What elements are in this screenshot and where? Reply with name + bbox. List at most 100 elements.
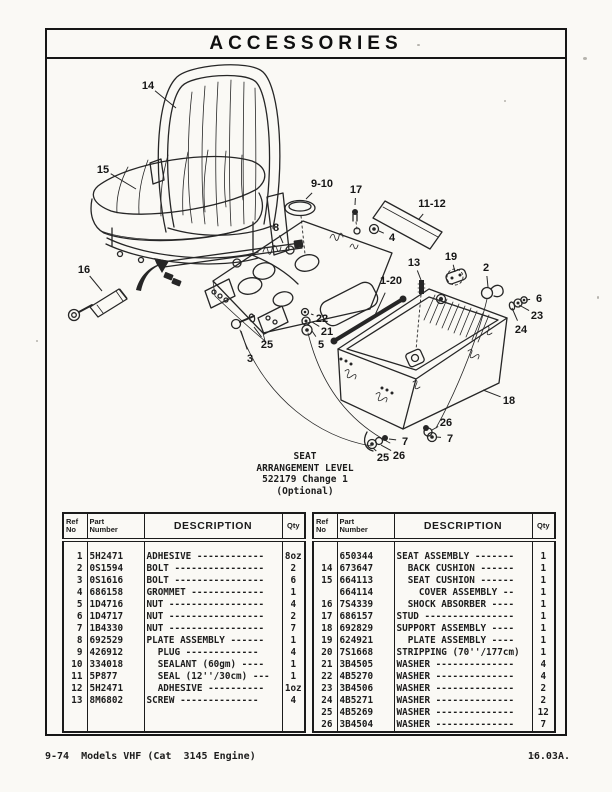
filler-row	[313, 731, 555, 732]
callout-leader	[482, 389, 501, 398]
ref-cell: 23	[321, 683, 333, 694]
ref-cell: 10	[71, 659, 83, 670]
table-row: 664114 COVER ASSEMBLY --1	[313, 587, 555, 599]
desc-cell: STRIPPING (70''/177cm)	[393, 647, 532, 659]
ref-cell: 8	[76, 635, 83, 646]
part-cell: 664113	[336, 575, 394, 587]
scan-speck	[597, 296, 599, 299]
part-cell: 5P877	[86, 671, 144, 683]
part-cell: 686158	[86, 587, 144, 599]
ref-cell: 11	[71, 671, 83, 682]
ref-cell: 2	[76, 563, 83, 574]
caption-line: ARRANGEMENT LEVEL	[256, 462, 354, 474]
desc-cell: SHOCK ABSORBER ----	[393, 599, 532, 611]
ref-cell: 26	[321, 719, 333, 730]
ref-cell: 21	[321, 659, 333, 670]
callout-leader	[89, 275, 103, 292]
qty-cell: 4	[531, 659, 555, 671]
ref-cell	[313, 587, 337, 599]
callout-leader	[110, 173, 137, 190]
part-cell: 1D4717	[86, 611, 144, 623]
scan-speck	[417, 44, 420, 46]
callout-leader	[310, 313, 314, 316]
desc-cell: SEAT CUSHION ------	[393, 575, 532, 587]
page-title: ACCESSORIES	[209, 32, 403, 54]
filler-cell	[393, 731, 532, 732]
desc-cell: SUPPORT ASSEMBLY ----	[393, 623, 532, 635]
ref-cell	[313, 540, 337, 563]
callout-4: 4	[389, 232, 396, 244]
caption-line: 522179 Change 1	[262, 474, 348, 486]
callout-7: 7	[402, 436, 408, 448]
callout-leader	[305, 192, 313, 200]
callout-16: 16	[78, 264, 90, 276]
callout-leader	[525, 298, 531, 301]
callout-leader	[372, 447, 377, 452]
ref-cell: 3	[76, 575, 83, 586]
qty-cell: 1	[281, 587, 305, 599]
desc-cell: ADHESIVE ------------	[143, 540, 282, 563]
qty-cell: 2	[281, 611, 305, 623]
callout-14: 14	[142, 80, 155, 92]
callout-leader	[418, 213, 424, 220]
ref-cell: 4	[76, 587, 83, 598]
desc-cell: WASHER --------------	[393, 671, 532, 683]
callout-leader	[511, 307, 518, 321]
qty-cell: 1	[531, 623, 555, 635]
ref-cell: 15	[321, 575, 333, 586]
qty-cell: 2	[531, 695, 555, 707]
part-cell: 1D4716	[86, 599, 144, 611]
part-cell: 426912	[86, 647, 144, 659]
callout-leader	[431, 426, 439, 431]
part-cell: 4B5269	[336, 707, 394, 719]
qty-cell: 2	[281, 563, 305, 575]
part-cell: 3B4506	[336, 683, 394, 695]
qty-cell: 1	[531, 563, 555, 575]
callout-leader	[380, 444, 392, 452]
qty-cell: 1	[531, 587, 555, 599]
callout-21: 21	[321, 326, 333, 338]
scan-speck	[532, 754, 534, 756]
ref-cell: 22	[321, 671, 333, 682]
filler-cell	[86, 707, 144, 732]
part-cell: 0S1616	[86, 575, 144, 587]
callout-leader	[388, 438, 397, 441]
part-cell: 0S1594	[86, 563, 144, 575]
page-header: ACCESSORIES	[45, 28, 567, 59]
qty-cell: 1	[281, 671, 305, 683]
callout-26: 26	[440, 417, 452, 429]
qty-cell: 1	[281, 659, 305, 671]
part-cell: 3B4504	[336, 719, 394, 731]
callout-leader	[240, 330, 248, 350]
callout-leader	[518, 304, 530, 312]
qty-cell: 4	[531, 671, 555, 683]
qty-cell: 4	[281, 695, 305, 707]
stripping-rod	[332, 297, 405, 343]
callout-11-12: 11-12	[418, 198, 446, 210]
qty-cell: 1	[531, 635, 555, 647]
callout-leader	[452, 264, 456, 273]
callout-leader	[486, 275, 489, 288]
description-header: DESCRIPTION	[393, 513, 532, 542]
part-cell: 692829	[336, 623, 394, 635]
desc-cell: SEAL (12''/30cm) ---	[143, 671, 282, 683]
part-cell: 664114	[336, 587, 394, 599]
seat-illustration	[90, 64, 304, 287]
desc-cell: WASHER --------------	[393, 695, 532, 707]
callout-15: 15	[97, 164, 109, 176]
filler-cell	[531, 731, 555, 732]
qty-cell: 1	[531, 599, 555, 611]
description-header: DESCRIPTION	[143, 513, 282, 542]
ref-cell: 1	[76, 551, 83, 562]
part-cell: 5H2471	[86, 540, 144, 563]
